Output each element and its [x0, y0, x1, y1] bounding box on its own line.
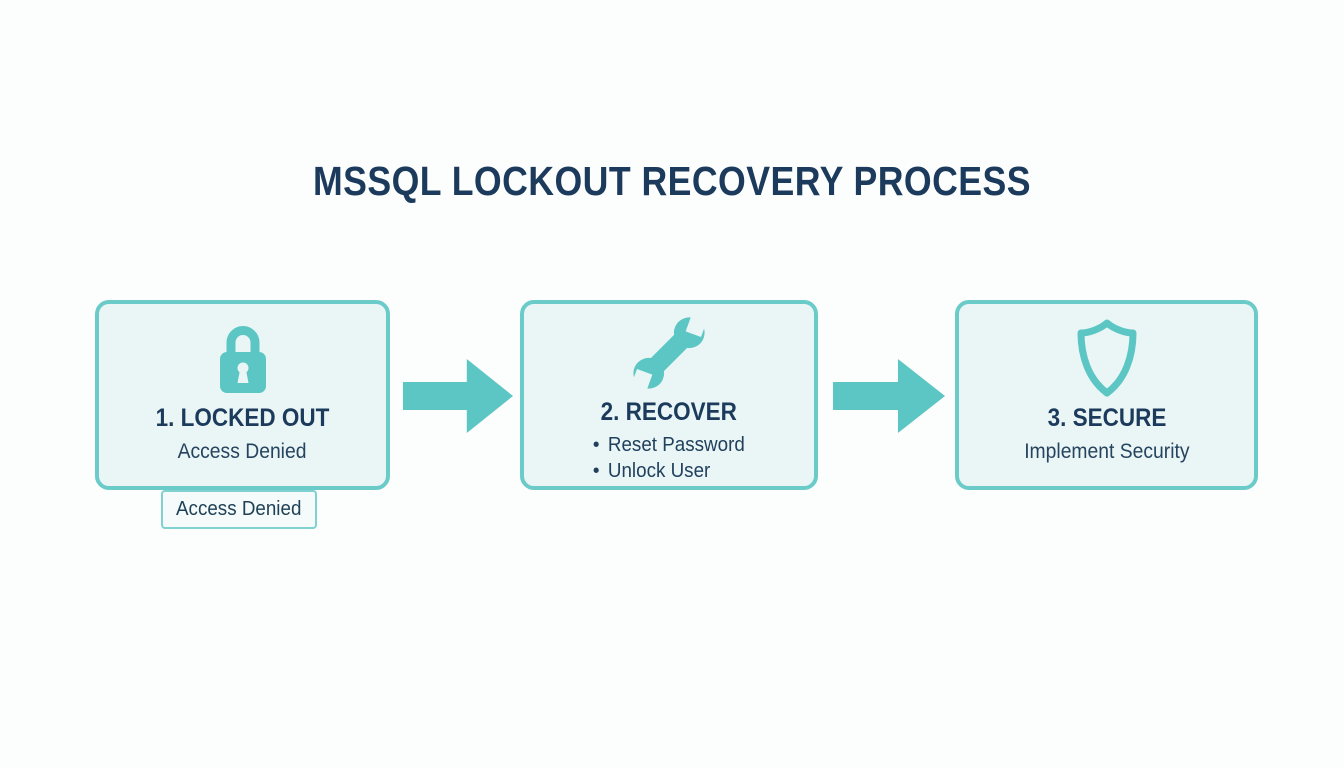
arrow-right-icon — [403, 359, 513, 433]
access-denied-tag-label: Access Denied — [176, 498, 302, 520]
step-title-secure: 3. SECURE — [1047, 404, 1166, 432]
page-title: MSSQL LOCKOUT RECOVERY PROCESS — [313, 158, 1031, 204]
arrow-right-icon — [833, 359, 945, 433]
wrench-icon-wrap — [624, 308, 714, 398]
wrench-icon — [624, 308, 714, 398]
shield-icon — [1077, 319, 1136, 397]
step-box-locked-out: 1. LOCKED OUT Access Denied — [95, 300, 390, 490]
step-box-secure: 3. SECURE Implement Security — [955, 300, 1258, 490]
list-item-unlock-user: Unlock User — [593, 458, 745, 484]
shield-icon-wrap — [1072, 316, 1142, 400]
recover-actions-list: Reset Password Unlock User — [593, 432, 745, 484]
step-title-locked-out: 1. LOCKED OUT — [155, 404, 330, 432]
step-title-recover: 2. RECOVER — [600, 398, 738, 426]
lock-icon — [219, 326, 266, 393]
list-item-reset-password: Reset Password — [593, 432, 745, 458]
access-denied-tag: Access Denied — [161, 490, 317, 529]
step-subtitle-secure: Implement Security — [1023, 440, 1190, 463]
step-box-recover: 2. RECOVER Reset Password Unlock User — [520, 300, 818, 490]
step-subtitle-locked-out: Access Denied — [178, 440, 307, 463]
lock-icon-wrap — [210, 316, 276, 400]
